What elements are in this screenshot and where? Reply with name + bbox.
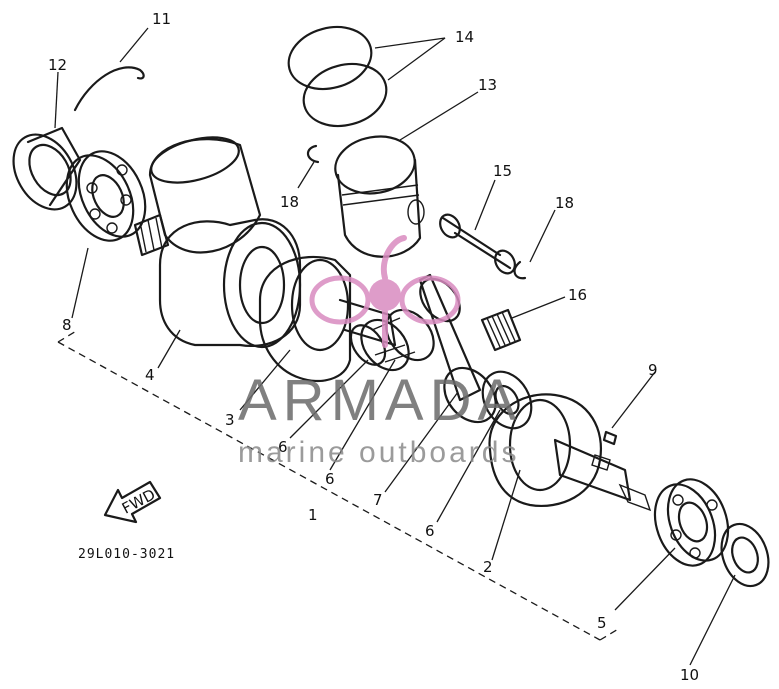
oil-seal-right <box>720 522 770 588</box>
callout-6-left: 6 <box>278 438 288 456</box>
crank-stub-left <box>133 213 170 257</box>
fwd-direction-arrow: FWD <box>103 480 162 524</box>
callout-4: 4 <box>145 366 155 384</box>
leader-lines <box>54 27 736 666</box>
bearing-right <box>653 478 730 567</box>
circlip-18-right <box>513 260 527 280</box>
armada-logo-icon <box>309 235 461 348</box>
callout-17: 16 <box>568 286 587 304</box>
callout-3: 3 <box>225 411 235 429</box>
callout-12: 11 <box>152 10 171 28</box>
callout-15: 14 <box>455 28 474 46</box>
callout-10: 9 <box>648 361 658 379</box>
crank-right <box>488 393 652 512</box>
callout-18-right: 18 <box>555 194 574 212</box>
small-end-bearing <box>480 308 522 352</box>
callout-9: 8 <box>62 316 72 334</box>
assembly-bracket-left <box>57 329 79 343</box>
circlip-12 <box>73 66 145 112</box>
armada-watermark: ARMADA marine outboards <box>238 235 522 469</box>
crank-web-left <box>158 218 302 349</box>
piston-rings <box>287 25 388 128</box>
callout-2: 2 <box>483 558 493 576</box>
piston-right <box>334 135 425 258</box>
callout-16: 15 <box>493 162 512 180</box>
callout-13: 12 <box>48 56 67 74</box>
callout-1: 1 <box>308 506 318 524</box>
callout-8: 7 <box>373 491 383 509</box>
piston-left <box>148 136 262 254</box>
callout-5: 5 <box>597 614 607 632</box>
part-number-code: 29L010-3021 <box>78 547 175 562</box>
thrust-washer-right <box>481 370 533 430</box>
callout-11: 10 <box>680 666 699 684</box>
oil-seal-left <box>12 126 82 211</box>
piston-pin <box>439 213 516 275</box>
assembly-bracket-right <box>599 627 621 641</box>
circlip-18-left <box>306 144 320 164</box>
callout-18-left: 18 <box>280 193 299 211</box>
watermark-brand: ARMADA <box>238 368 522 433</box>
callout-numbers: 11 12 14 13 15 18 18 16 8 4 3 6 6 1 7 6 … <box>48 10 699 684</box>
watermark-tagline: marine outboards <box>238 436 519 469</box>
woodruff-key <box>602 430 618 446</box>
callout-14: 13 <box>478 76 497 94</box>
thrust-washer-left <box>349 324 387 366</box>
callout-6-right: 6 <box>425 522 435 540</box>
callout-7: 6 <box>325 470 335 488</box>
fwd-label: FWD <box>119 485 158 517</box>
bearing-left <box>65 150 147 242</box>
